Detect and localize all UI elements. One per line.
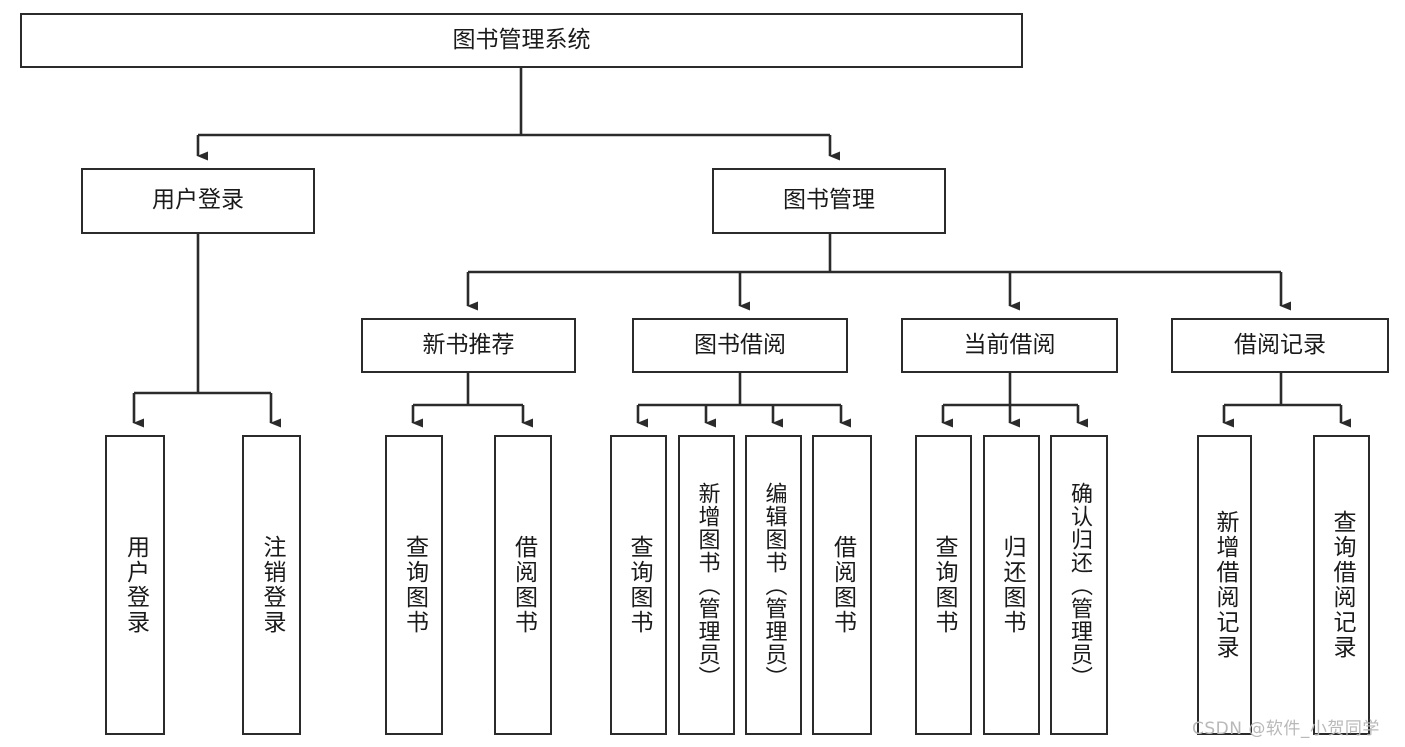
edges-newbook-to-leaves bbox=[411, 373, 533, 428]
node-label: 注销登录 bbox=[259, 535, 285, 635]
node-label: 确认归还（管理员） bbox=[1067, 481, 1092, 689]
node-label: 查询图书 bbox=[626, 535, 652, 635]
leaf-query-book-borrow[interactable]: 查询图书 bbox=[610, 435, 667, 735]
node-user-login[interactable]: 用户登录 bbox=[81, 168, 315, 234]
node-label: 图书管理系统 bbox=[452, 26, 591, 53]
leaf-query-borrow-record[interactable]: 查询借阅记录 bbox=[1313, 435, 1370, 735]
leaf-return-book[interactable]: 归还图书 bbox=[983, 435, 1040, 735]
node-current-borrow[interactable]: 当前借阅 bbox=[901, 318, 1118, 373]
edges-borrowrecord-to-leaves bbox=[1222, 373, 1351, 428]
leaf-add-book-admin[interactable]: 新增图书（管理员） bbox=[678, 435, 735, 735]
node-new-book-recommend[interactable]: 新书推荐 bbox=[361, 318, 576, 373]
leaf-user-logout[interactable]: 注销登录 bbox=[242, 435, 301, 735]
node-label: 当前借阅 bbox=[963, 331, 1056, 358]
node-root-book-management-system[interactable]: 图书管理系统 bbox=[20, 13, 1023, 68]
leaf-edit-book-admin[interactable]: 编辑图书（管理员） bbox=[745, 435, 802, 735]
node-label: 查询图书 bbox=[931, 535, 957, 635]
node-label: 新增图书（管理员） bbox=[694, 481, 720, 689]
leaf-confirm-return-admin[interactable]: 确认归还（管理员） bbox=[1050, 435, 1108, 735]
leaf-query-book-current[interactable]: 查询图书 bbox=[915, 435, 972, 735]
node-label: 图书借阅 bbox=[694, 331, 786, 358]
leaf-query-book-new-recommend[interactable]: 查询图书 bbox=[385, 435, 443, 735]
node-label: 查询借阅记录 bbox=[1329, 510, 1355, 660]
node-label: 新书推荐 bbox=[422, 331, 515, 358]
node-label: 用户登录 bbox=[152, 187, 244, 214]
node-label: 用户登录 bbox=[122, 535, 149, 635]
node-label: 借阅记录 bbox=[1234, 331, 1326, 358]
node-label: 编辑图书（管理员） bbox=[761, 481, 787, 689]
node-borrow-record[interactable]: 借阅记录 bbox=[1171, 318, 1389, 373]
node-label: 借阅图书 bbox=[829, 535, 856, 635]
edges-bookborrow-to-leaves bbox=[636, 373, 851, 428]
leaf-borrow-book-new-recommend[interactable]: 借阅图书 bbox=[494, 435, 552, 735]
node-label: 借阅图书 bbox=[510, 535, 537, 635]
node-label: 查询图书 bbox=[401, 535, 428, 635]
edges-currentborrow-to-leaves bbox=[941, 373, 1088, 428]
node-book-management[interactable]: 图书管理 bbox=[712, 168, 946, 234]
edges-root-to-level2 bbox=[196, 67, 840, 161]
csdn-watermark: CSDN @软件_小贺同学 bbox=[1192, 719, 1380, 739]
node-book-borrow[interactable]: 图书借阅 bbox=[632, 318, 848, 373]
leaf-user-login[interactable]: 用户登录 bbox=[105, 435, 165, 735]
node-label: 新增借阅记录 bbox=[1212, 510, 1238, 660]
edges-bookmgmt-to-level3 bbox=[466, 233, 1291, 311]
edges-userlogin-to-leaves bbox=[132, 233, 281, 428]
node-label: 图书管理 bbox=[783, 187, 875, 214]
leaf-add-borrow-record[interactable]: 新增借阅记录 bbox=[1197, 435, 1252, 735]
leaf-borrow-book-borrow[interactable]: 借阅图书 bbox=[812, 435, 872, 735]
node-label: 归还图书 bbox=[999, 535, 1025, 635]
